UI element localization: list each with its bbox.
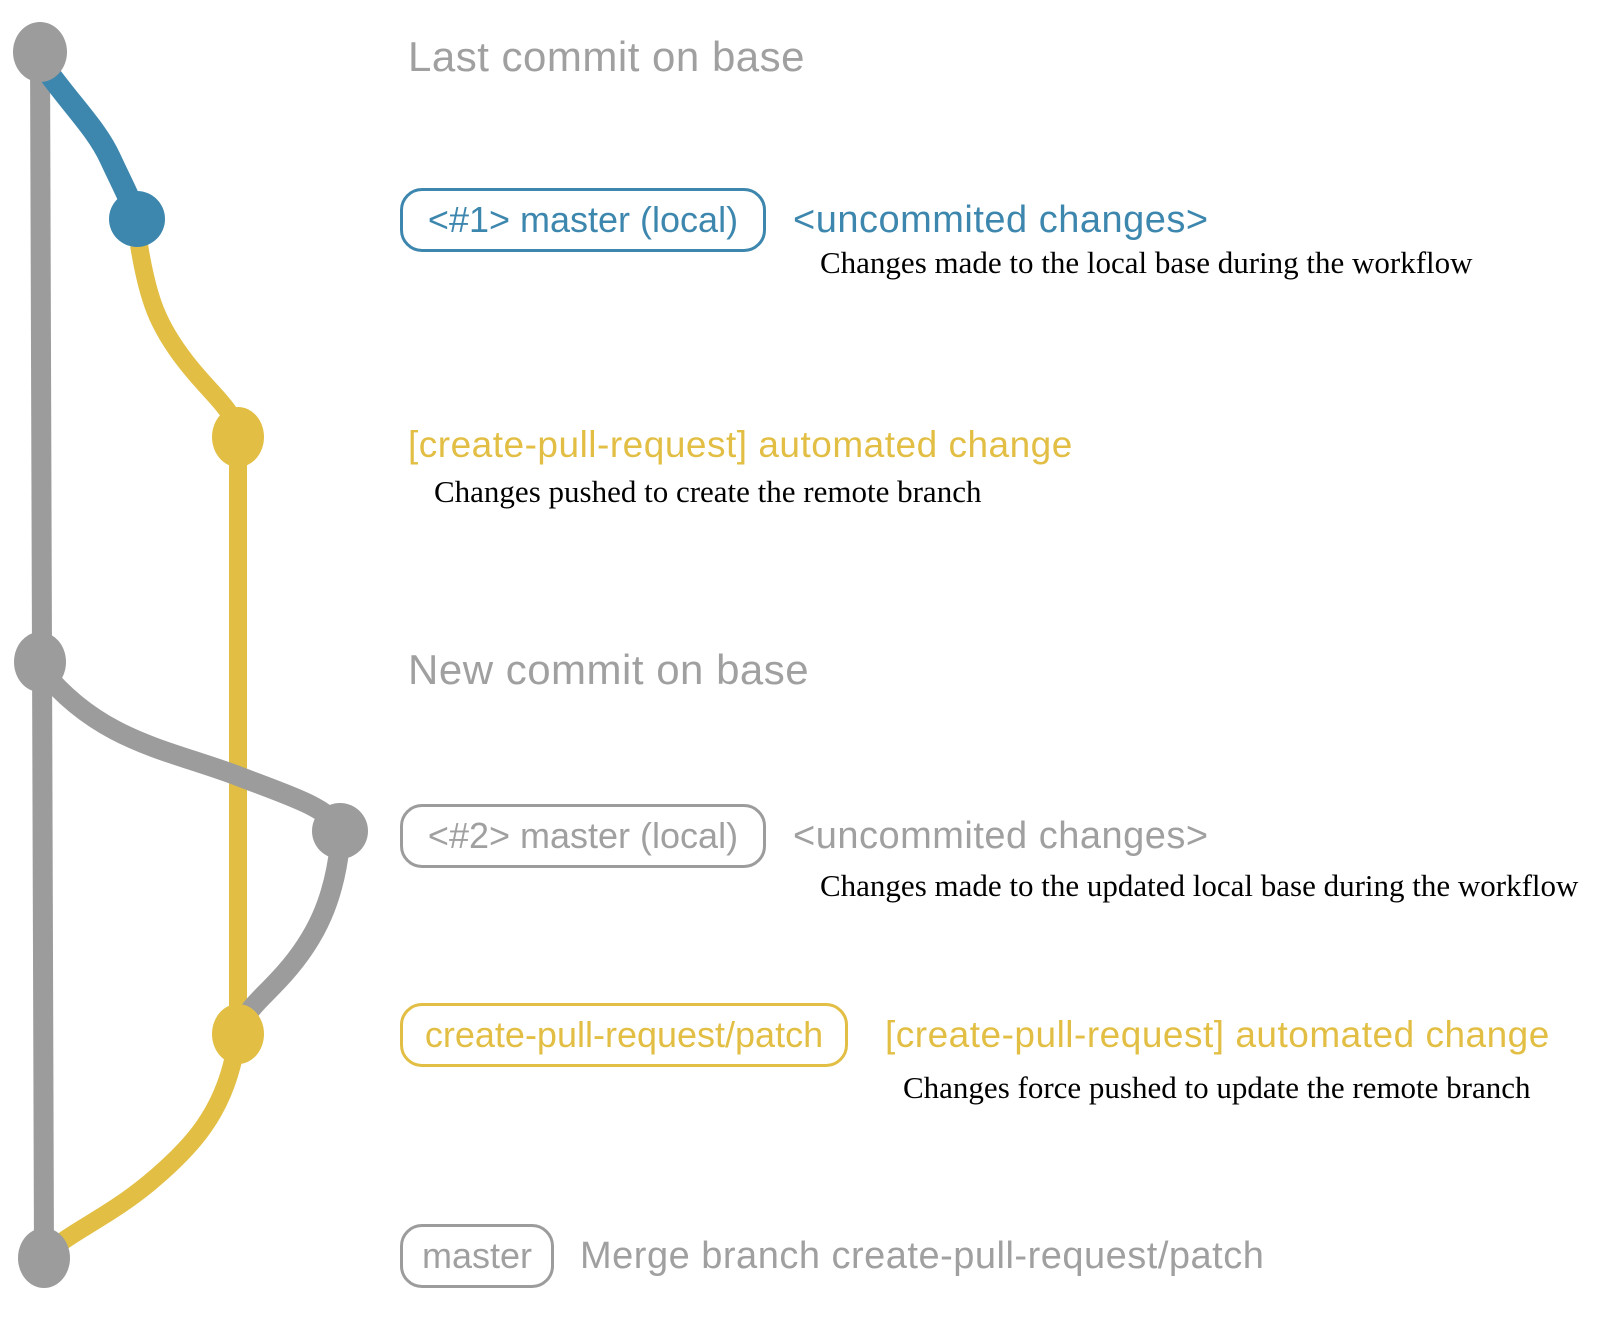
description-force-push-remote: Changes force pushed to update the remot… bbox=[903, 1070, 1531, 1105]
label-automated-change-1: [create-pull-request] automated change bbox=[408, 424, 1073, 465]
commit-node-patch-2 bbox=[212, 1004, 264, 1064]
local-master-curve-2 bbox=[34, 663, 349, 835]
patch-branch-curve-merge bbox=[38, 1054, 243, 1263]
branch-badge-master: master bbox=[400, 1224, 554, 1288]
force-push-curve bbox=[230, 842, 350, 1035]
description-local-base-changes-1: Changes made to the local base during th… bbox=[820, 245, 1473, 280]
commit-node-local-master-1 bbox=[109, 191, 165, 247]
commit-node-local-master-2 bbox=[312, 803, 368, 859]
commit-node-last-commit-on-base bbox=[13, 22, 67, 82]
description-local-base-changes-2: Changes made to the updated local base d… bbox=[820, 868, 1579, 903]
heading-new-commit-on-base: New commit on base bbox=[408, 646, 810, 693]
label-merge-branch: Merge branch create-pull-request/patch bbox=[580, 1235, 1265, 1277]
heading-last-commit-on-base: Last commit on base bbox=[408, 33, 806, 80]
commit-node-new-commit-on-base bbox=[14, 632, 66, 692]
patch-branch-curve-top bbox=[130, 243, 247, 439]
label-automated-change-2: [create-pull-request] automated change bbox=[885, 1014, 1550, 1055]
commit-node-merge bbox=[18, 1228, 70, 1288]
commit-node-patch-1 bbox=[212, 407, 264, 467]
branch-badge-master-local-2: <#2> master (local) bbox=[400, 804, 766, 868]
description-push-create-remote: Changes pushed to create the remote bran… bbox=[434, 474, 982, 509]
commit-graph bbox=[13, 22, 368, 1288]
label-uncommited-changes-1: <uncommited changes> bbox=[793, 199, 1209, 241]
branch-badge-patch: create-pull-request/patch bbox=[400, 1003, 848, 1067]
label-uncommited-changes-2: <uncommited changes> bbox=[793, 815, 1209, 857]
branch-badge-master-local-1: <#1> master (local) bbox=[400, 188, 766, 252]
